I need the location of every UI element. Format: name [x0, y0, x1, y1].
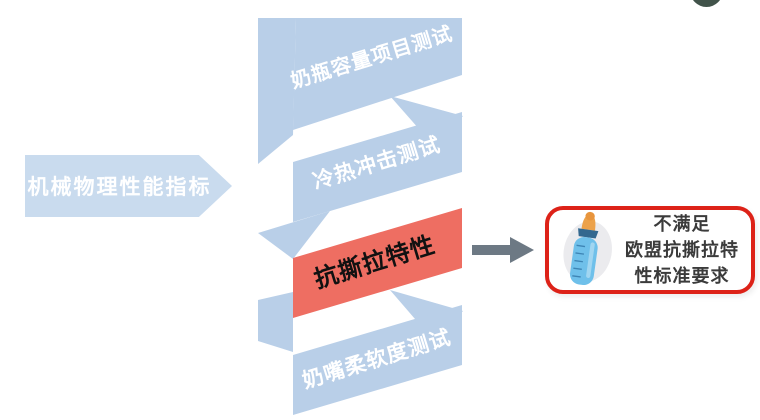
result-line-2: 欧盟抗撕拉特	[625, 240, 739, 260]
ribbon-band-1	[293, 18, 462, 130]
result-line-3: 性标准要求	[634, 266, 730, 286]
ribbon-band-4	[293, 305, 462, 415]
ribbon-band-2	[293, 112, 462, 222]
ribbon-fold-left-1	[258, 18, 296, 164]
result-text: 不满足 欧盟抗撕拉特 性标准要求	[619, 211, 751, 289]
ribbon-fold-left-2	[258, 211, 330, 259]
ribbon-fold-left-3	[258, 292, 293, 352]
category-arrow: 机械物理性能指标	[25, 155, 232, 217]
baby-bottle-icon	[553, 211, 619, 289]
result-box: 不满足 欧盟抗撕拉特 性标准要求	[545, 206, 755, 294]
ribbon-band-3-highlight	[293, 208, 462, 318]
category-arrow-label: 机械物理性能指标	[27, 175, 212, 199]
flow-arrow-icon	[472, 237, 534, 263]
result-line-1: 不满足	[653, 214, 711, 234]
green-circle-decoration	[690, 0, 723, 7]
